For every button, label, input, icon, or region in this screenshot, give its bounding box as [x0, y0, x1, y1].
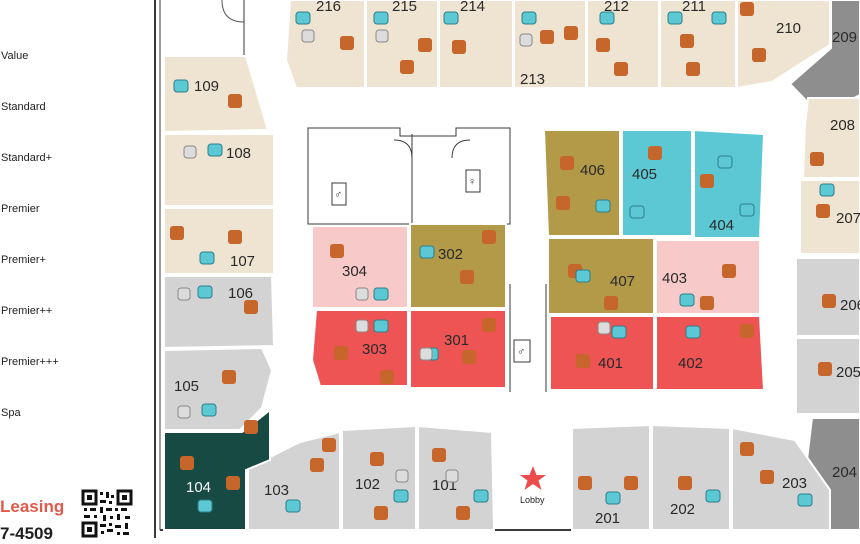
legend-item-standard[interactable]: Standard — [1, 101, 46, 113]
room-104-label: 104 — [186, 479, 211, 496]
leasing-label: Leasing — [0, 497, 65, 516]
room-210[interactable]: 210 — [736, 0, 831, 90]
room-107[interactable]: 107 — [163, 207, 275, 275]
room-301-label: 301 — [444, 332, 469, 349]
room-303-label: 303 — [362, 341, 387, 358]
room-103-label: 103 — [264, 482, 289, 499]
room-208-label: 208 — [830, 117, 855, 134]
room-106[interactable]: 106 — [163, 275, 276, 350]
lobby-star-icon — [520, 466, 546, 490]
room-106-label: 106 — [228, 285, 253, 302]
room-201[interactable]: 201 — [571, 423, 651, 531]
furniture — [170, 2, 836, 520]
room-210-label: 210 — [776, 20, 801, 37]
room-109-label: 109 — [194, 78, 219, 95]
room-402[interactable]: 402 — [655, 315, 766, 391]
room-405-label: 405 — [632, 166, 657, 183]
legend-item-spa[interactable]: Spa — [1, 407, 21, 419]
room-209-label: 209 — [832, 29, 857, 46]
room-203-label: 203 — [782, 475, 807, 492]
room-206-label: 206 — [840, 297, 860, 314]
room-109[interactable]: 109 — [163, 55, 270, 134]
room-204-label: 204 — [832, 464, 857, 481]
room-403-label: 403 — [662, 270, 687, 287]
room-102-label: 102 — [355, 476, 380, 493]
room-404-label: 404 — [709, 217, 734, 234]
room-215-label: 215 — [392, 0, 417, 15]
legend-item-premier-plus-plus-plus[interactable]: Premier+++ — [1, 356, 59, 368]
room-202-label: 202 — [670, 501, 695, 518]
room-211-label: 211 — [682, 0, 706, 15]
lobby[interactable]: Lobby — [520, 466, 546, 505]
room-207-label: 207 — [836, 210, 860, 227]
legend-item-premier-plus[interactable]: Premier+ — [1, 254, 46, 266]
room-201-label: 201 — [595, 510, 620, 527]
room-105-label: 105 — [174, 378, 199, 395]
legend: Value Standard Standard+ Premier Premier… — [0, 0, 150, 543]
restroom-women-icon: ♀ — [468, 176, 476, 188]
legend-item-premier[interactable]: Premier — [1, 203, 40, 215]
restroom-men-icon: ♂ — [334, 189, 342, 201]
room-205-label: 205 — [836, 364, 860, 381]
room-216-label: 216 — [316, 0, 341, 15]
room-214-label: 214 — [460, 0, 485, 15]
door-arc — [221, 0, 245, 23]
room-302-label: 302 — [438, 246, 463, 263]
lobby-label: Lobby — [520, 495, 545, 505]
room-107-label: 107 — [230, 253, 255, 270]
room-205[interactable]: 205 — [795, 337, 860, 415]
room-212-label: 212 — [604, 0, 629, 15]
legend-item-standard-plus[interactable]: Standard+ — [1, 152, 53, 164]
room-407-label: 407 — [610, 273, 635, 290]
room-102[interactable]: 102 — [341, 424, 417, 531]
restroom-accessible — [513, 339, 531, 363]
legend-item-premier-plus-plus[interactable]: Premier++ — [1, 305, 53, 317]
room-208[interactable]: 208 — [801, 97, 860, 179]
room-401-label: 401 — [598, 355, 623, 372]
room-108-label: 108 — [226, 145, 251, 162]
qr-code-icon[interactable] — [81, 489, 133, 538]
room-407[interactable]: 407 — [547, 237, 655, 315]
room-405[interactable]: 405 — [621, 129, 693, 237]
room-406[interactable]: 406 — [542, 129, 621, 237]
room-213-label: 213 — [520, 71, 545, 88]
room-406-label: 406 — [580, 162, 605, 179]
room-105[interactable]: 105 — [163, 346, 274, 431]
restroom-icon: ♂ — [517, 346, 525, 358]
restroom-block — [307, 127, 511, 225]
legend-item-value[interactable]: Value — [1, 50, 29, 62]
room-304-label: 304 — [342, 263, 367, 280]
room-402-label: 402 — [678, 355, 703, 372]
